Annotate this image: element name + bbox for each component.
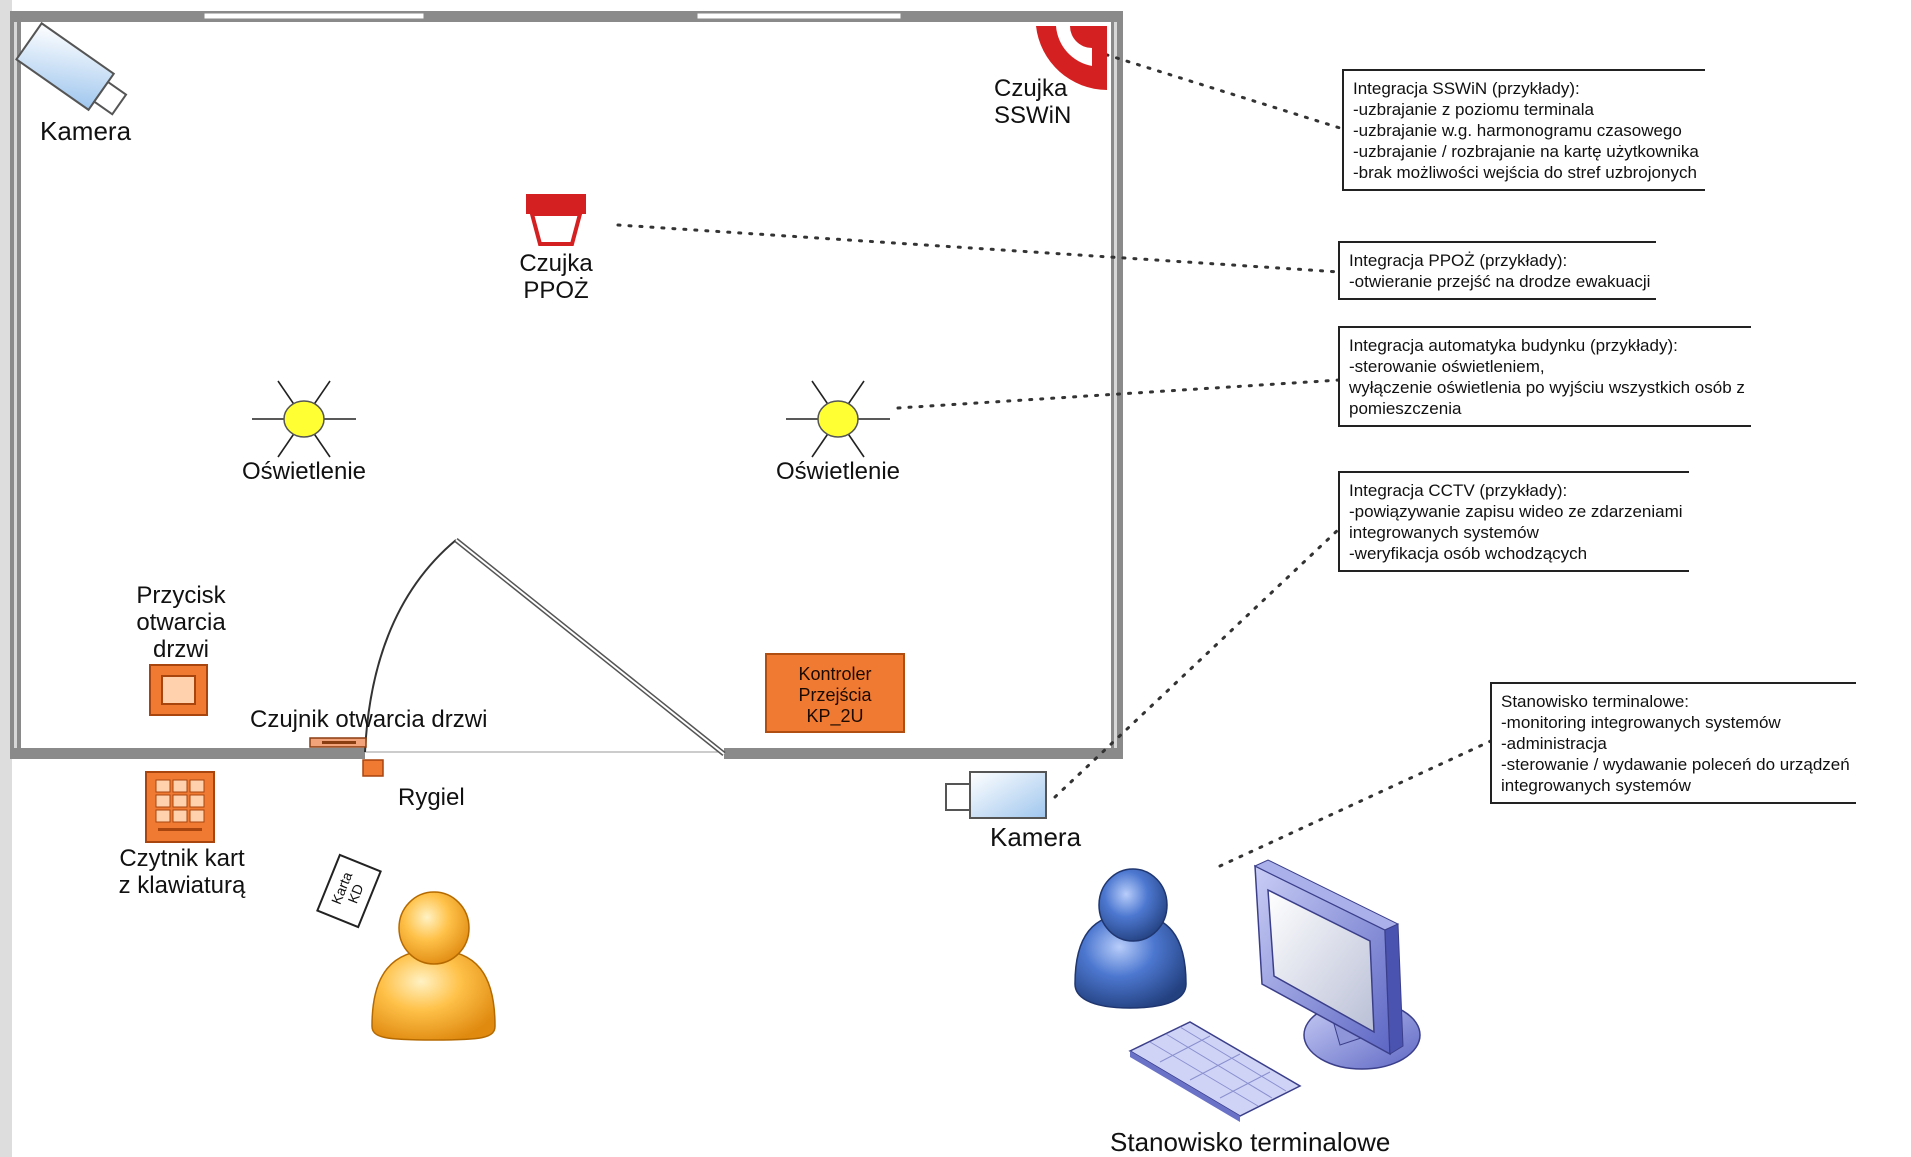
note-cctv-line: Integracja CCTV (przykłady): xyxy=(1349,481,1568,500)
note-terminal-station: Stanowisko terminalowe: -monitoring inte… xyxy=(1490,682,1856,804)
camera-label-bottom: Kamera xyxy=(990,822,1082,852)
smoke-detector-icon xyxy=(526,194,586,246)
door-button-label: Przycisk otwarcia drzwi xyxy=(122,582,240,663)
note-cctv-line: integrowanych systemów xyxy=(1349,523,1539,542)
controller-label-line1: Kontroler xyxy=(798,664,872,684)
note-terminal-line: -administracja xyxy=(1501,734,1607,753)
light-bulb-icon xyxy=(786,380,890,458)
door-button-label-line2: otwarcia xyxy=(136,609,226,636)
note-sswin-line: Integracja SSWiN (przykłady): xyxy=(1353,79,1580,98)
note-automation-line: wyłączenie oświetlenia po wyjściu wszyst… xyxy=(1349,378,1745,397)
note-automation-line: Integracja automatyka budynku (przykłady… xyxy=(1349,336,1678,355)
note-automation-line: -sterowanie oświetleniem, xyxy=(1349,357,1545,376)
note-automation-line: pomieszczenia xyxy=(1349,399,1462,418)
bolt-label: Rygiel xyxy=(398,784,465,811)
person-icon xyxy=(371,891,496,1041)
card-reader-label-line1: Czytnik kart xyxy=(119,845,245,872)
motion-sensor-icon xyxy=(1036,26,1107,90)
note-terminal-line: Stanowisko terminalowe: xyxy=(1501,692,1690,711)
camera-icon xyxy=(945,771,1047,819)
door-button-label-line3: drzwi xyxy=(152,636,209,663)
ppoz-sensor-label: Czujka PPOŻ xyxy=(518,250,594,304)
door-button-icon xyxy=(149,664,208,716)
room-walls xyxy=(10,11,1123,759)
note-cctv-line: -powiązywanie zapisu wideo ze zdarzeniam… xyxy=(1349,502,1683,521)
sswin-sensor-label-line2: SSWiN xyxy=(994,102,1072,129)
light-bulb-icon xyxy=(252,380,356,458)
note-sswin-line: -brak możliwości wejścia do stref uzbroj… xyxy=(1353,163,1697,182)
note-terminal-line: integrowanych systemów xyxy=(1501,776,1691,795)
note-sswin-line: -uzbrajanie z poziomu terminala xyxy=(1353,100,1594,119)
card-reader-label-line2: z klawiaturą xyxy=(118,872,246,899)
note-ppoz-line: -otwieranie przejść na drodze ewakuacji xyxy=(1349,272,1651,291)
left-margin-strip xyxy=(0,0,12,1157)
note-terminal-line: -monitoring integrowanych systemów xyxy=(1501,713,1781,732)
controller-label-line3: KP_2U xyxy=(806,706,864,726)
workstation-label: Stanowisko terminalowe xyxy=(1110,1127,1391,1157)
lighting-label-right: Oświetlenie xyxy=(775,458,901,485)
note-sswin-line: -uzbrajanie w.g. harmonogramu czasowego xyxy=(1353,121,1682,140)
bolt-icon xyxy=(362,759,384,777)
computer-workstation-icon xyxy=(1128,859,1421,1122)
note-cctv-integration: Integracja CCTV (przykłady): -powiązywan… xyxy=(1338,471,1689,572)
access-controller-box: Kontroler Przejścia KP_2U xyxy=(765,653,905,733)
door-swing xyxy=(364,538,726,756)
card-reader-keypad-icon xyxy=(145,771,215,843)
ppoz-sensor-label-line2: PPOŻ xyxy=(523,277,589,304)
camera-label: Kamera xyxy=(40,116,132,146)
note-ppoz-line: Integracja PPOŻ (przykłady): xyxy=(1349,251,1568,270)
door-contact-sensor-icon xyxy=(309,737,367,748)
note-cctv-line: -weryfikacja osób wchodzących xyxy=(1349,544,1588,563)
door-sensor-label: Czujnik otwarcia drzwi xyxy=(250,706,488,733)
camera-icon xyxy=(15,21,128,116)
note-sswin-integration: Integracja SSWiN (przykłady): -uzbrajani… xyxy=(1342,69,1705,191)
card-reader-label: Czytnik kart z klawiaturą xyxy=(104,845,260,899)
note-sswin-line: -uzbrajanie / rozbrajanie na kartę użytk… xyxy=(1353,142,1699,161)
lighting-label-left: Oświetlenie xyxy=(241,458,367,485)
ppoz-sensor-label-line1: Czujka xyxy=(519,250,593,277)
person-icon xyxy=(1074,868,1187,1009)
controller-label-line2: Przejścia xyxy=(798,685,872,705)
door-button-label-line1: Przycisk xyxy=(136,582,226,609)
leader-lines xyxy=(616,46,1495,868)
note-terminal-line: -sterowanie / wydawanie poleceń do urząd… xyxy=(1501,755,1850,774)
sswin-sensor-label: Czujka SSWiN xyxy=(994,75,1072,129)
note-ppoz-integration: Integracja PPOŻ (przykłady): -otwieranie… xyxy=(1338,241,1657,300)
note-building-automation: Integracja automatyka budynku (przykłady… xyxy=(1338,326,1751,427)
sswin-sensor-label-line1: Czujka xyxy=(994,75,1068,102)
